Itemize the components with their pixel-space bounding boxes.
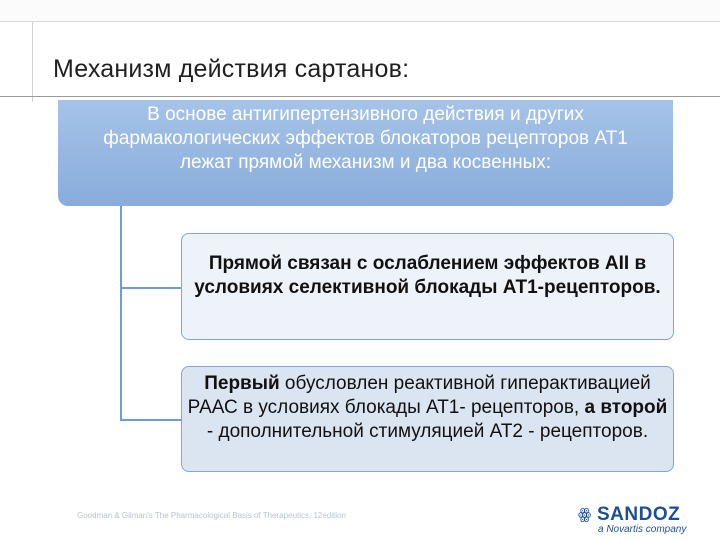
sandoz-logo-text: SANDOZ bbox=[597, 504, 681, 525]
connector-to-indirect bbox=[120, 419, 182, 421]
slide-frame-top bbox=[0, 0, 720, 22]
slide-title: Механизм действия сартанов: bbox=[53, 55, 410, 83]
sandoz-logo: ꙮ SANDOZ a Novartis company bbox=[578, 504, 698, 537]
reference-citation: Goodman & Gilman's The Pharmacological B… bbox=[77, 511, 346, 520]
second-mechanism-text: - дополнительной стимуляцией АТ2 - рецеп… bbox=[206, 421, 649, 442]
intro-box: В основе антигипертензивного действия и … bbox=[58, 100, 673, 206]
indirect-mechanisms-box: Первый обусловлен реактивной гиперактива… bbox=[181, 366, 674, 472]
first-mechanism-label: Первый bbox=[204, 373, 280, 394]
first-mechanism-text: обусловлен реактивной гиперактивацией РА… bbox=[187, 373, 651, 418]
direct-mechanism-box: Прямой связан с ослаблением эффектов AII… bbox=[181, 233, 674, 340]
connector-vertical bbox=[120, 206, 122, 420]
slide-frame-left bbox=[32, 22, 33, 102]
title-divider bbox=[0, 96, 720, 97]
second-mechanism-label: а второй bbox=[584, 397, 668, 418]
connector-to-direct bbox=[120, 287, 182, 289]
sandoz-logo-icon: ꙮ bbox=[578, 505, 592, 523]
sandoz-logo-subtitle: a Novartis company bbox=[598, 524, 687, 535]
